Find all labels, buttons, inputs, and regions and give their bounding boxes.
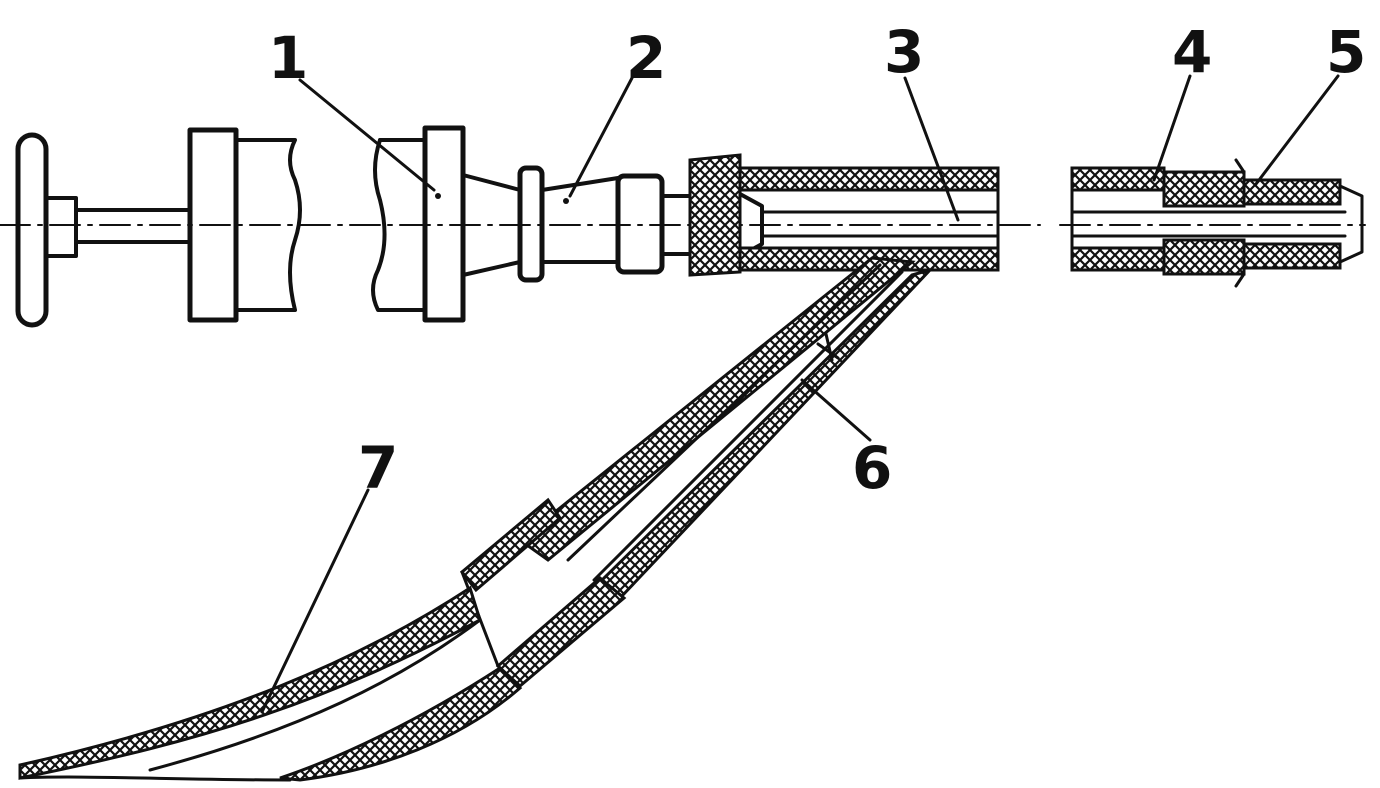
label-5: 5 (1326, 18, 1366, 86)
coupling-sleeve (459, 497, 627, 688)
label-2: 2 (626, 24, 666, 92)
branch-hose (517, 256, 935, 598)
valve-body (15, 125, 522, 328)
leader-lines (260, 74, 1340, 714)
lower-hose (18, 585, 523, 782)
hose-end (1070, 158, 1364, 288)
label-4: 4 (1172, 18, 1212, 86)
label-7: 7 (358, 434, 398, 502)
label-1: 1 (268, 24, 308, 92)
main-hose (688, 153, 1000, 277)
label-6: 6 (852, 434, 892, 502)
label-3: 3 (884, 18, 924, 86)
